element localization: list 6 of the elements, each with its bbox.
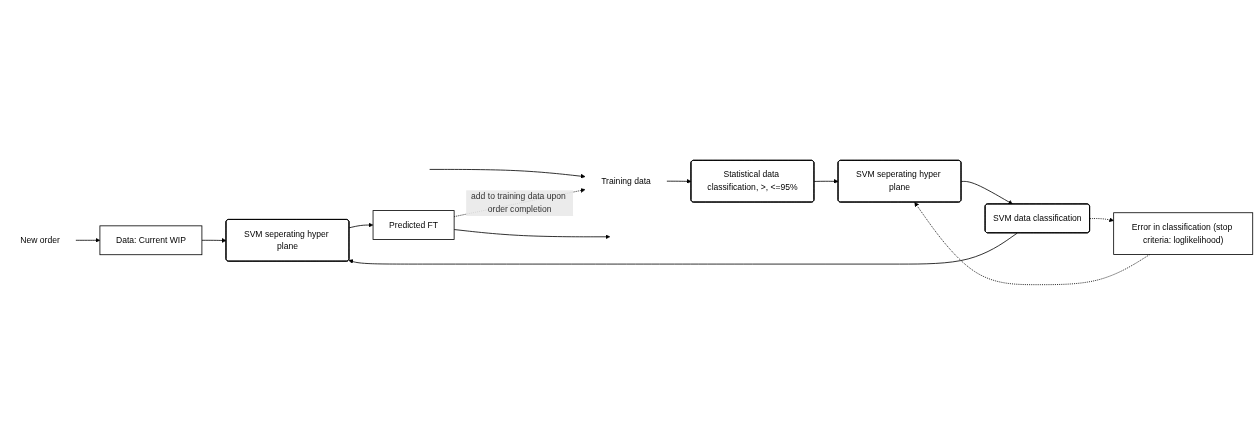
edge-label: add to training data upon order completion: [471, 191, 566, 214]
node-box: Predicted FT: [372, 210, 455, 240]
node-text: New order: [20, 235, 60, 245]
node-box: Error in classification (stop criteria: loglikelihood): [1113, 212, 1254, 255]
node-text: Training data: [601, 176, 651, 186]
node-box: Data: Current WIP: [99, 225, 203, 256]
